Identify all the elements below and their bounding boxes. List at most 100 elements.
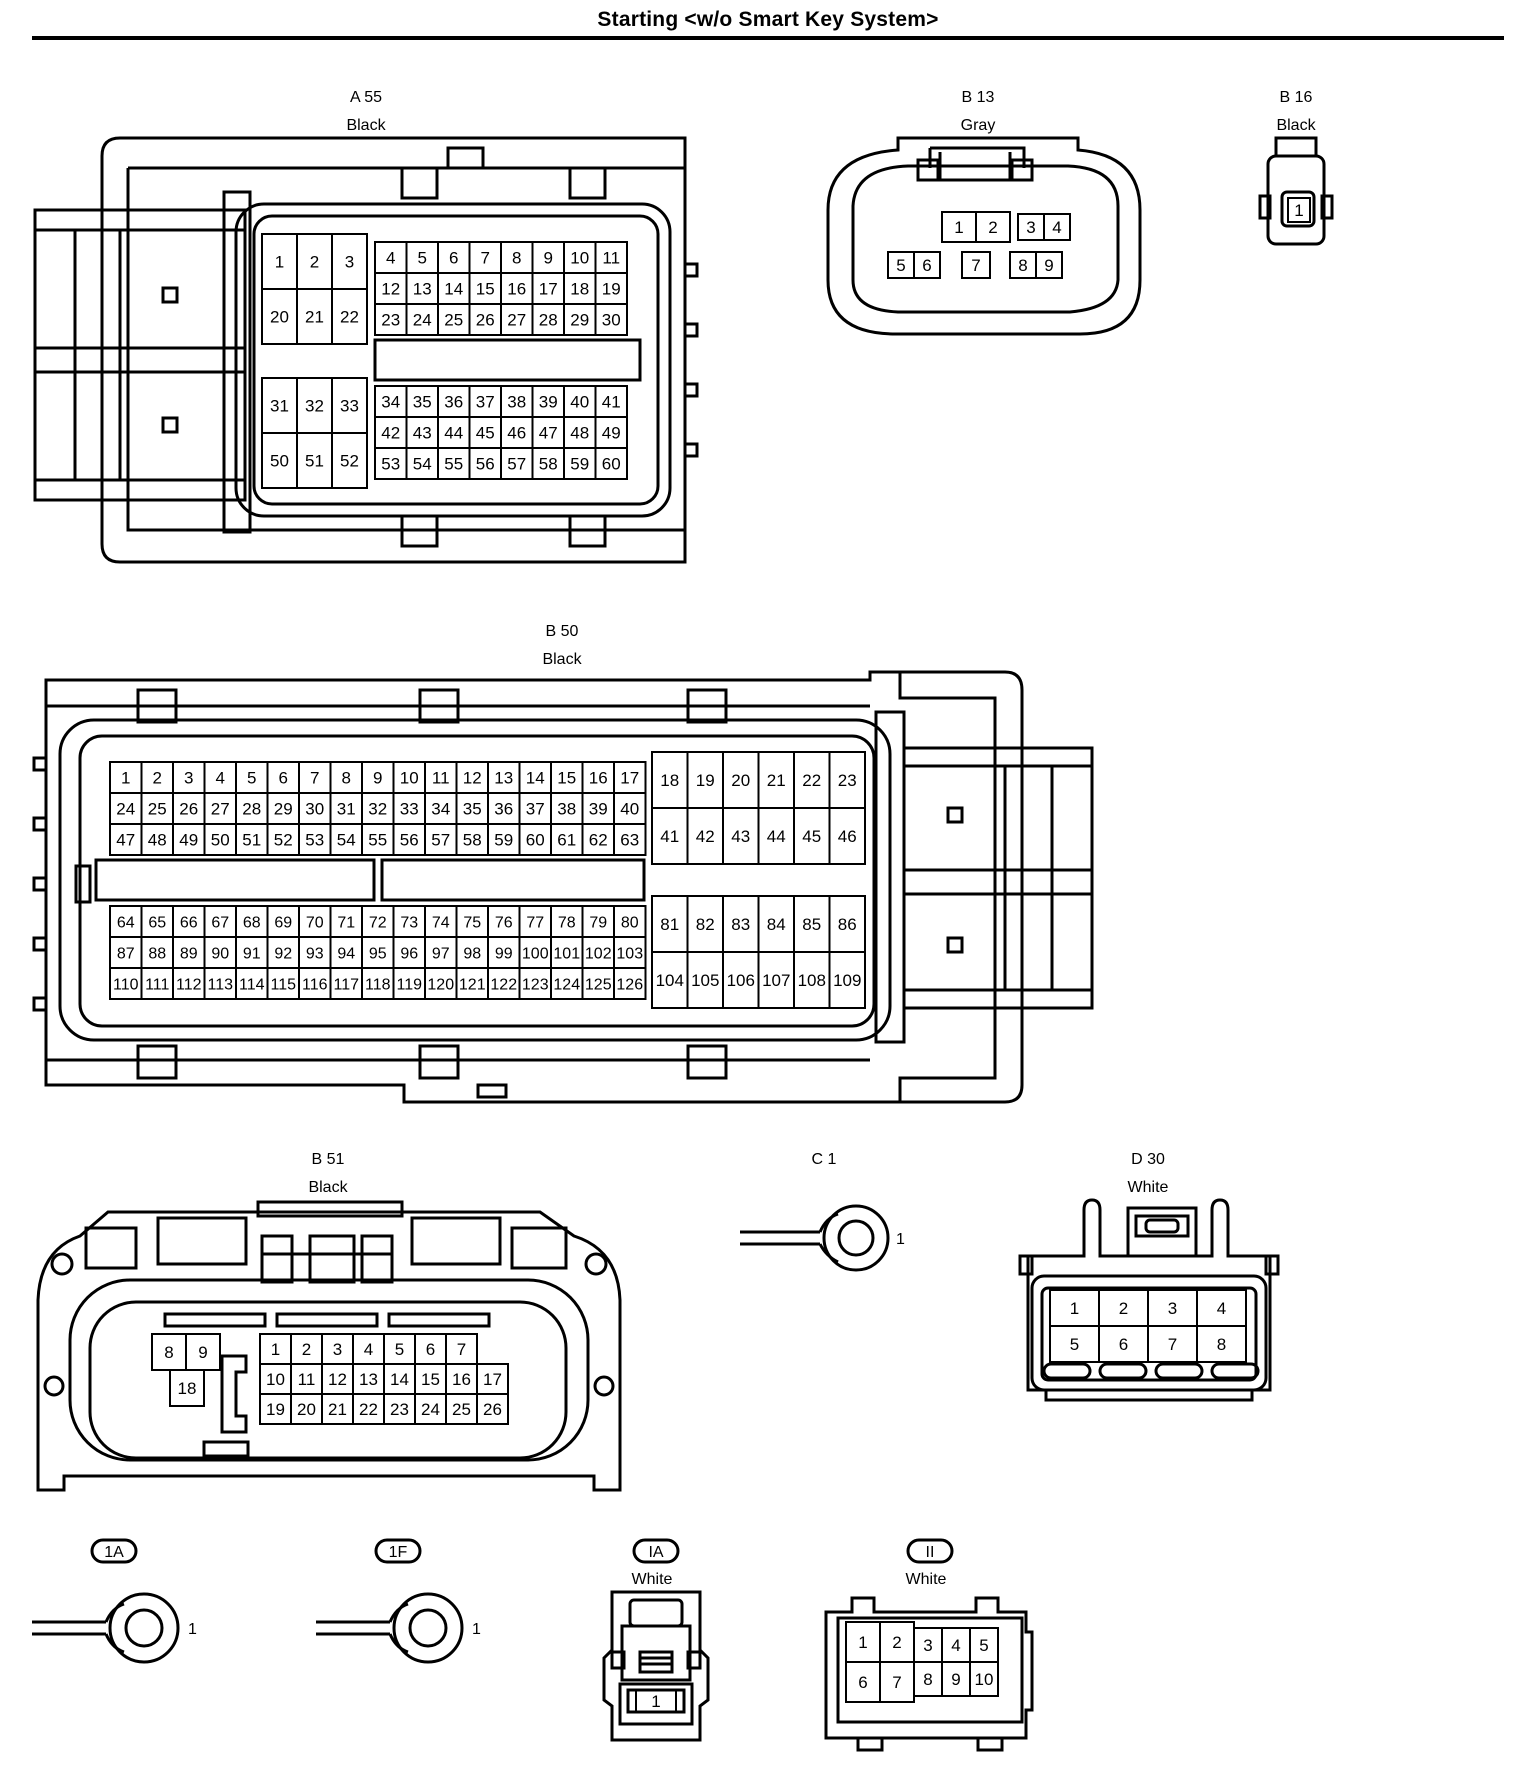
a55-pin-29: 29 — [570, 311, 589, 330]
d30-pin-6: 6 — [1119, 1335, 1128, 1354]
b50-pin-67: 67 — [211, 915, 229, 932]
b50-pin-38: 38 — [557, 800, 576, 819]
g1f-id: 1F — [389, 1544, 408, 1561]
ground-1a — [32, 1538, 180, 1664]
b50-pin-124: 124 — [553, 977, 580, 994]
a55-pin-16: 16 — [507, 280, 526, 299]
b50-pin-121: 121 — [459, 977, 486, 994]
b50-pin-13: 13 — [494, 769, 513, 788]
b50-pin-101: 101 — [553, 946, 580, 963]
a55-pin-9: 9 — [544, 249, 553, 268]
a55-pin-37: 37 — [476, 393, 495, 412]
a55-pin-2: 2 — [310, 253, 319, 272]
b51-color: Black — [308, 1179, 348, 1196]
b51-pin-9: 9 — [198, 1343, 207, 1362]
b51-pin-19: 19 — [266, 1400, 285, 1419]
a55-pin-cell — [594, 447, 628, 480]
b50-pin-115: 115 — [270, 977, 296, 994]
b50-pin-48: 48 — [148, 831, 167, 850]
b50-pin-72: 72 — [369, 915, 387, 932]
b50-pin-14: 14 — [526, 769, 545, 788]
b50-pin-61: 61 — [557, 831, 576, 850]
d30-pin-1: 1 — [1070, 1299, 1079, 1318]
a55-pin-10: 10 — [570, 249, 589, 268]
b50-pin-50: 50 — [211, 831, 230, 850]
b50-pin-20: 20 — [731, 771, 750, 790]
a55-pin-55: 55 — [444, 455, 463, 474]
a55-pin-50: 50 — [270, 452, 289, 471]
a55-pin-cell — [594, 303, 628, 336]
b50-pin-75: 75 — [463, 915, 481, 932]
d30-pin-4: 4 — [1217, 1299, 1226, 1318]
b13-pin-5: 5 — [896, 256, 905, 275]
b51-pin-2: 2 — [302, 1340, 311, 1359]
b50-pin-85: 85 — [802, 915, 821, 934]
b50-pin-2: 2 — [153, 769, 162, 788]
b51-pin-cell — [169, 1369, 205, 1407]
b50-pin-49: 49 — [179, 831, 198, 850]
ii-pin-6: 6 — [858, 1673, 867, 1692]
a55-pin-8: 8 — [512, 249, 521, 268]
d30-pin-7: 7 — [1168, 1335, 1177, 1354]
a55-pin-36: 36 — [444, 393, 463, 412]
a55-pin-47: 47 — [539, 424, 558, 443]
a55-pin-44: 44 — [444, 424, 463, 443]
b13-pin-9: 9 — [1044, 256, 1053, 275]
a55-pin-21: 21 — [305, 308, 324, 327]
a55-pin-4: 4 — [386, 249, 395, 268]
b51-pin-17: 17 — [483, 1370, 502, 1389]
b50-pin-41: 41 — [660, 827, 679, 846]
a55-pin-54: 54 — [413, 455, 432, 474]
a55-pin-28: 28 — [539, 311, 558, 330]
b51-pin-7: 7 — [457, 1340, 466, 1359]
ii-pin-8: 8 — [923, 1670, 932, 1689]
b50-pin-60: 60 — [526, 831, 545, 850]
b50-pin-71: 71 — [337, 915, 355, 932]
a55-pin-31: 31 — [270, 397, 289, 416]
b50-pin-35: 35 — [463, 800, 482, 819]
b50-pin-68: 68 — [243, 915, 261, 932]
b50-pin-79: 79 — [589, 915, 607, 932]
b50-pin-83: 83 — [731, 915, 750, 934]
b50-pin-45: 45 — [802, 827, 821, 846]
b50-pin-cell — [613, 967, 647, 1000]
a55-pin-25: 25 — [444, 311, 463, 330]
b13-pin-7: 7 — [971, 256, 980, 275]
b13-pin-cell — [961, 251, 991, 279]
diagram-title: Starting <w/o Smart Key System> — [597, 8, 939, 31]
a55-pin-23: 23 — [381, 311, 400, 330]
d30-pin-cell — [1196, 1325, 1247, 1363]
a55-pin-1: 1 — [275, 253, 284, 272]
b13-pin-cell — [1043, 213, 1071, 241]
b50-pin-19: 19 — [696, 771, 715, 790]
b50-pin-11: 11 — [432, 769, 450, 788]
a55-pin-22: 22 — [340, 308, 359, 327]
a55-pin-46: 46 — [507, 424, 526, 443]
b51-pin-11: 11 — [298, 1370, 316, 1389]
a55-pin-40: 40 — [570, 393, 589, 412]
b13-pin-cell — [913, 251, 941, 279]
b50-pin-78: 78 — [558, 915, 576, 932]
a55-pin-51: 51 — [305, 452, 324, 471]
b50-pin-88: 88 — [148, 946, 166, 963]
b50-pin-82: 82 — [696, 915, 715, 934]
b50-pin-47: 47 — [116, 831, 135, 850]
a55-pin-58: 58 — [539, 455, 558, 474]
b50-pin-23: 23 — [838, 771, 857, 790]
a55-pin-18: 18 — [570, 280, 589, 299]
b50-pin-12: 12 — [463, 769, 482, 788]
b50-pin-42: 42 — [696, 827, 715, 846]
b50-pin-122: 122 — [490, 977, 517, 994]
a55-pin-42: 42 — [381, 424, 400, 443]
b50-pin-100: 100 — [522, 946, 549, 963]
b50-pin-77: 77 — [526, 915, 544, 932]
a55-id: A 55 — [350, 89, 382, 106]
b50-pin-55: 55 — [368, 831, 387, 850]
b50-pin-90: 90 — [211, 946, 229, 963]
a55-pin-30: 30 — [602, 311, 621, 330]
a55-pin-38: 38 — [507, 393, 526, 412]
b50-pin-98: 98 — [463, 946, 481, 963]
b50-pin-89: 89 — [180, 946, 198, 963]
a55-pin-56: 56 — [476, 455, 495, 474]
b51-pin-23: 23 — [390, 1400, 409, 1419]
